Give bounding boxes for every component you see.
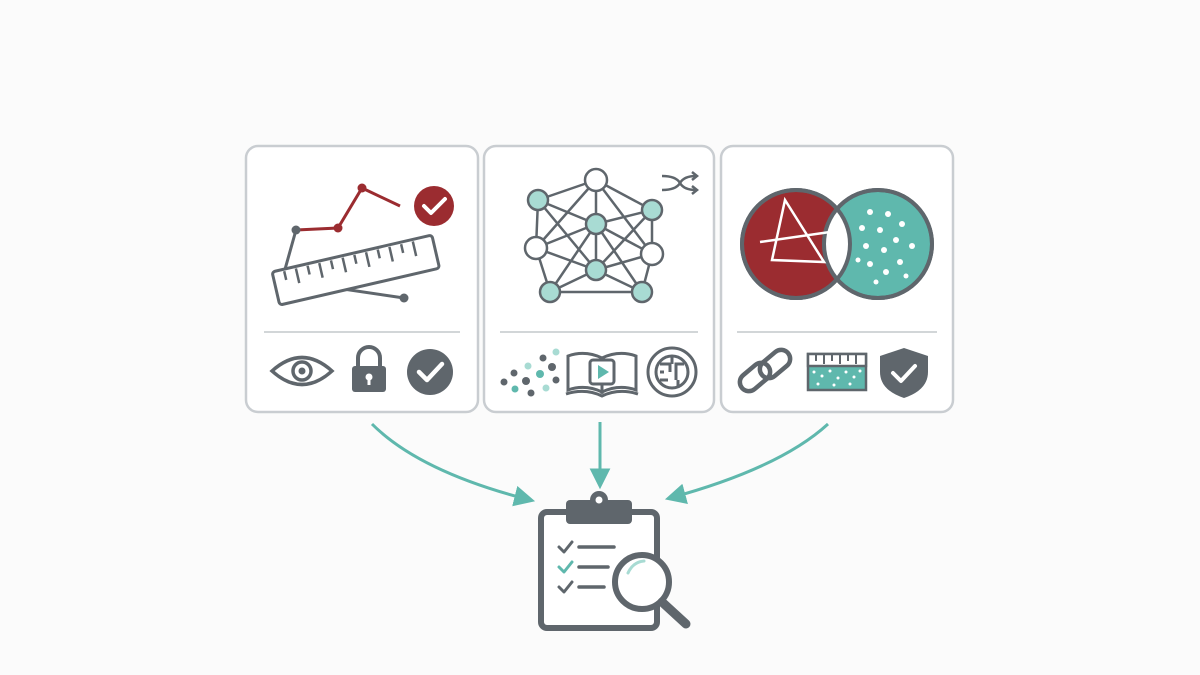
clipboard-checklist-magnifier-icon: [538, 491, 691, 631]
scattered-dots-icon: [500, 348, 560, 397]
flow-arrows: [370, 422, 830, 507]
shield-check-icon: [880, 348, 928, 398]
check-circle-icon: [407, 349, 453, 395]
ruler-texture-icon: [806, 352, 868, 392]
neural-network-illustration: [523, 167, 665, 304]
arrow-left: [370, 422, 536, 507]
arrow-right: [664, 422, 830, 504]
globe-maze-icon: [646, 346, 698, 398]
line-chart-ruler-check-illustration: [271, 183, 454, 306]
book-play-icon: [565, 351, 639, 398]
padlock-icon: [352, 345, 386, 392]
eye-icon: [269, 355, 335, 387]
chain-link-icon: [737, 347, 793, 394]
card-comparison: [719, 144, 955, 414]
card-measurement: [244, 144, 480, 414]
shuffle-icon: [661, 171, 700, 195]
overlapping-circles-illustration: [740, 188, 934, 300]
card-network: [482, 144, 716, 414]
